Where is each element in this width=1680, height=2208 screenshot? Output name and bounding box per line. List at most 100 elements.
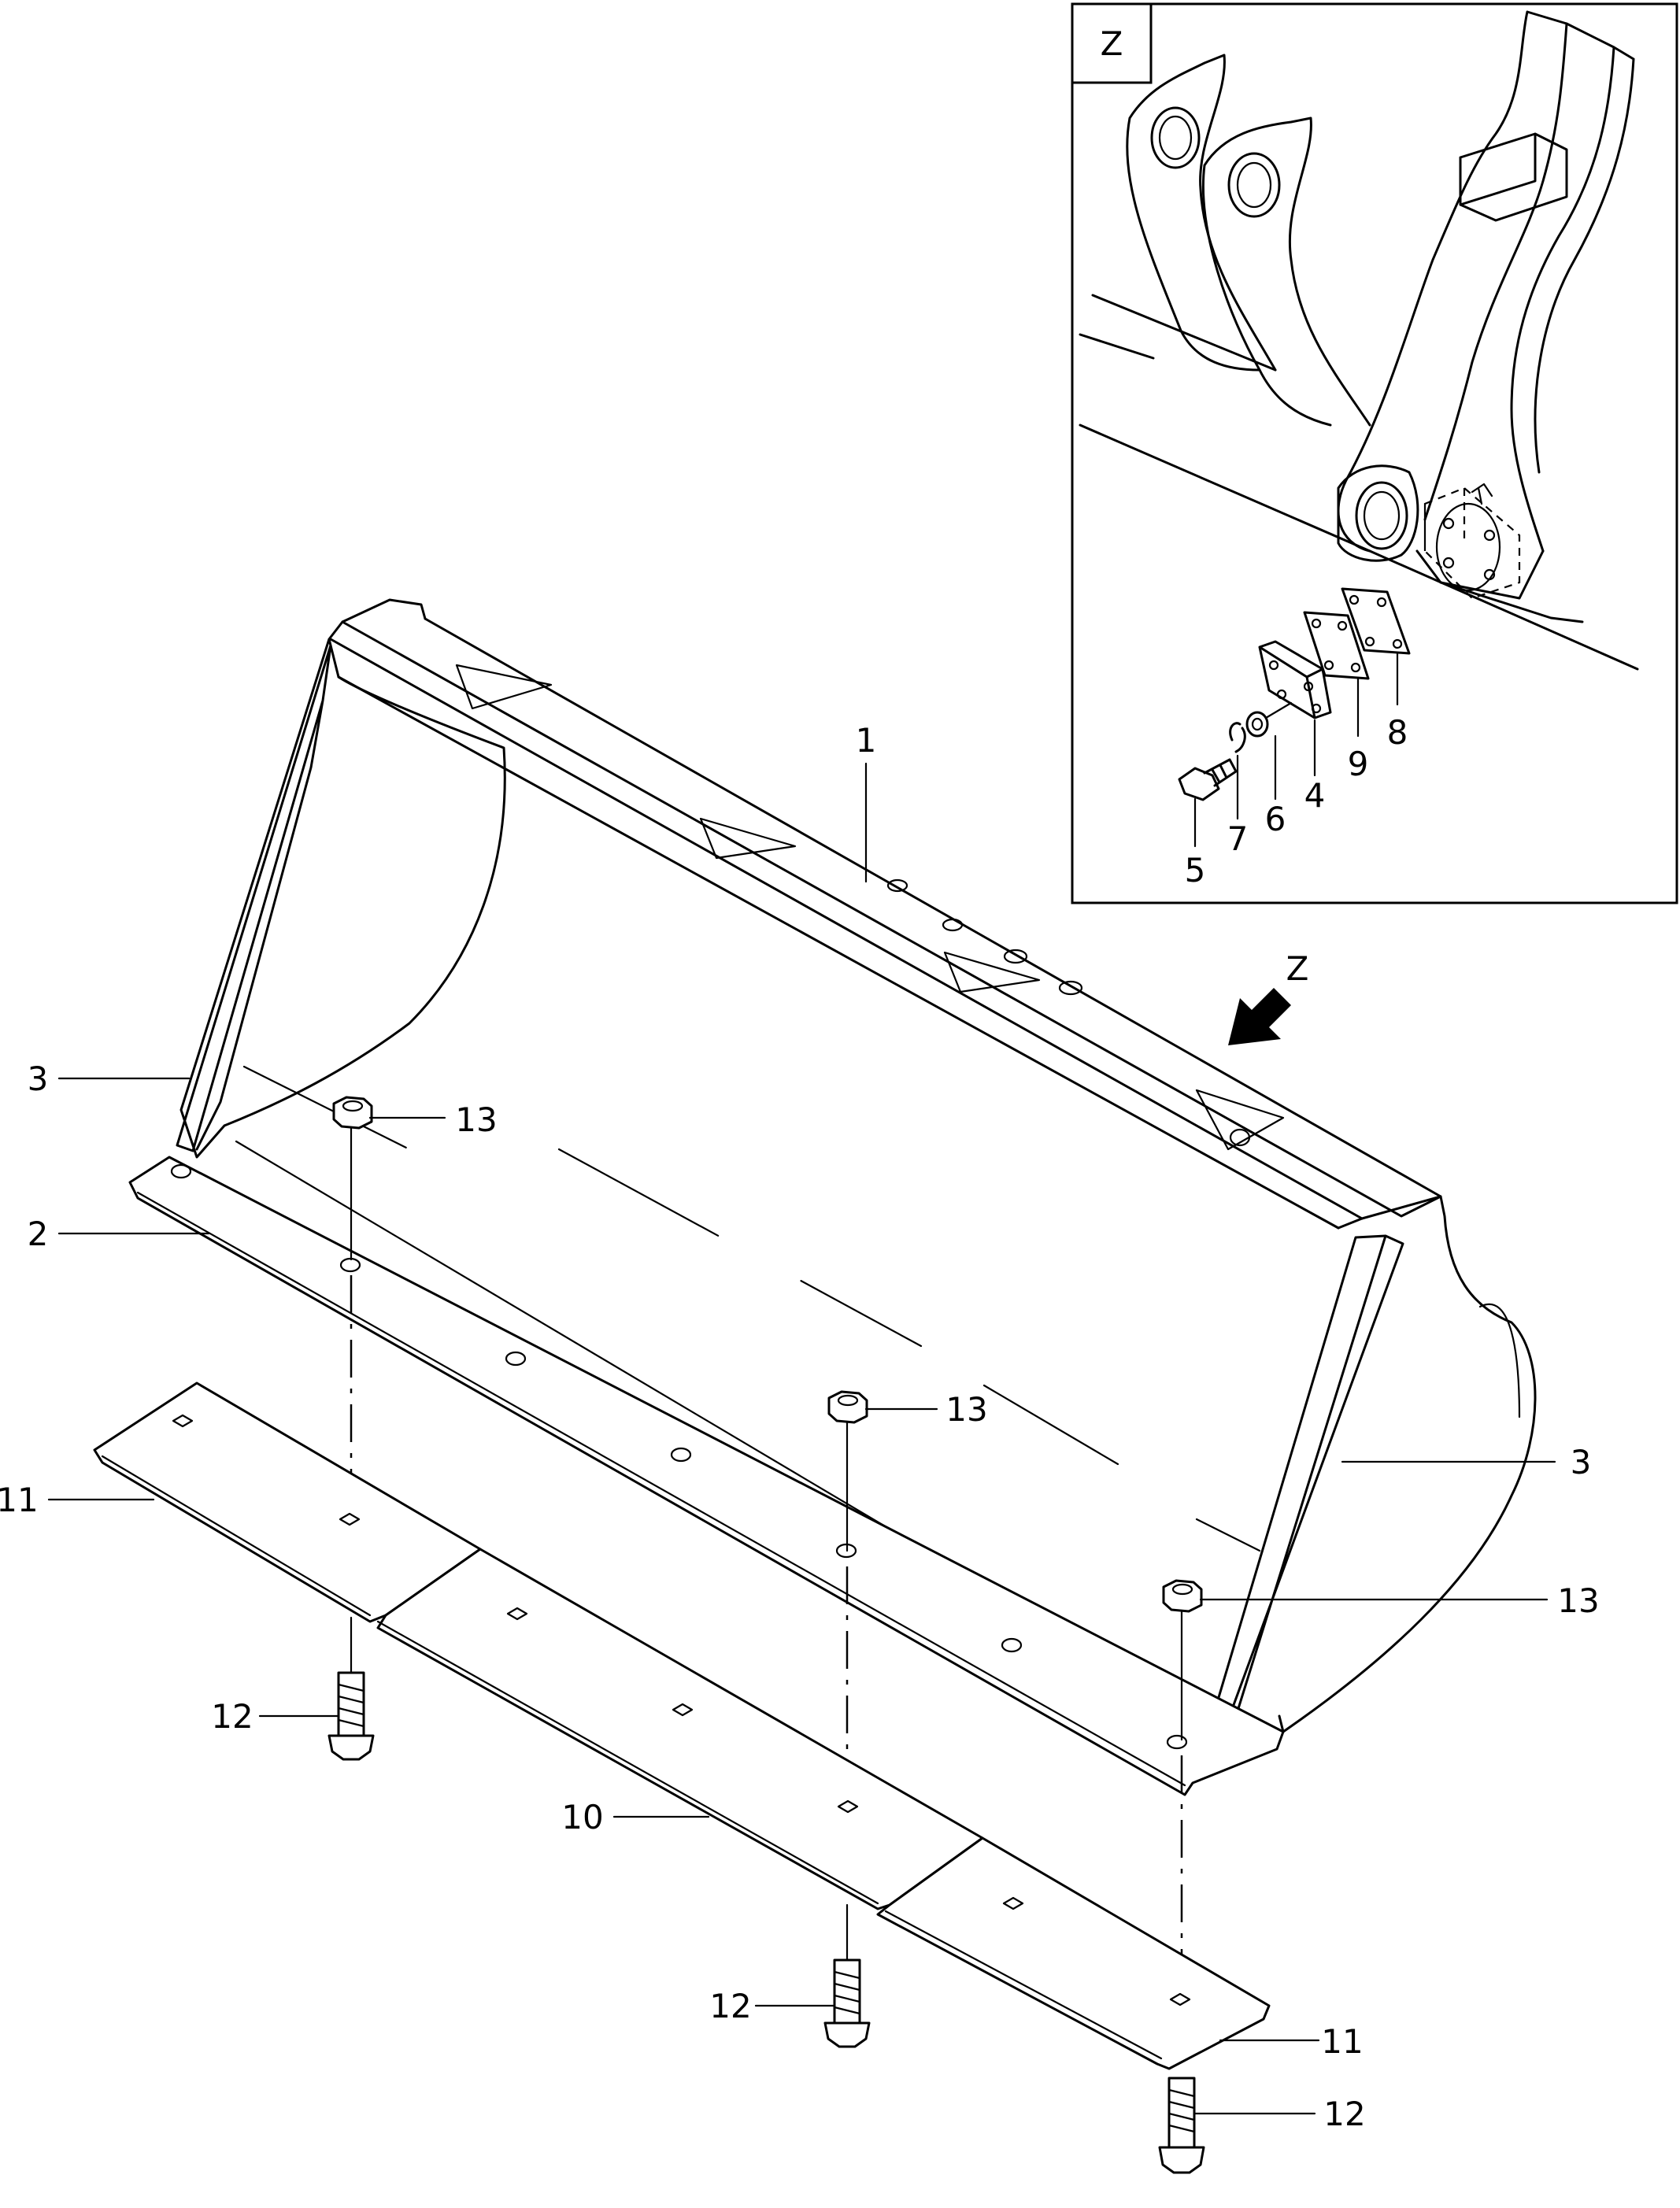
view-letter: Z (1101, 24, 1123, 63)
lug-pin-hole-1-inner (1158, 115, 1193, 161)
lower-lug (1337, 464, 1419, 562)
cutting-edge-2 (128, 1156, 1285, 1796)
callout-7: 7 (1227, 819, 1249, 858)
right-side-curve (1478, 1303, 1521, 1418)
quick-coupler-arm (1337, 10, 1635, 553)
top-gusset-3 (943, 951, 1041, 993)
pad-bolt-hole-h1 (1442, 517, 1455, 530)
square-hole-2 (339, 1512, 361, 1526)
callout-10: 10 (561, 1798, 603, 1836)
wear-pad-hole-1 (1268, 660, 1279, 671)
rear-lug-3 (1003, 949, 1028, 964)
callout-9: 9 (1348, 745, 1369, 783)
view-letter-box (1071, 2, 1153, 84)
detail-view-z: Z (1071, 2, 1678, 904)
square-hole-4 (672, 1703, 694, 1717)
square-hole-1 (172, 1414, 194, 1428)
top-gusset-4 (1195, 1089, 1285, 1151)
main-callout-leaders (47, 762, 1556, 2115)
bolt-5-shank (1203, 758, 1238, 787)
right-side-rib (1207, 1234, 1404, 1733)
callout-13-c: 13 (1557, 1581, 1599, 1620)
washer-6-inner (1251, 717, 1264, 731)
callout-5: 5 (1185, 851, 1206, 889)
square-hole-6 (1002, 1896, 1024, 1910)
lower-lug-hole (1355, 481, 1408, 550)
bucket-back-plate (1079, 294, 1639, 671)
shim-8-hole-1 (1349, 594, 1360, 605)
edge-hole-1 (170, 1163, 192, 1179)
shim-9-hole-2 (1337, 620, 1348, 631)
pad-bolt-hole-h4 (1483, 568, 1496, 581)
mount-lug-second (1201, 117, 1371, 427)
edge-hole-4 (670, 1447, 692, 1463)
callout-2: 2 (28, 1215, 49, 1253)
washer-6 (1245, 711, 1269, 738)
nut-13-a (332, 1096, 373, 1130)
pad-mount-hidden (1423, 486, 1521, 600)
callout-12-c: 12 (1323, 2095, 1365, 2133)
wear-pad-hole-2 (1303, 681, 1314, 692)
callout-11-right: 11 (1321, 2022, 1363, 2061)
edge-hole-6 (1001, 1637, 1023, 1653)
top-gusset-2 (699, 817, 797, 860)
shim-9-hole-4 (1350, 662, 1361, 673)
shim-8-hole-2 (1376, 597, 1387, 608)
callout-4: 4 (1304, 776, 1326, 815)
top-spill-edge (329, 617, 1442, 1230)
shim-9-hole-1 (1311, 618, 1322, 629)
callout-3-right: 3 (1571, 1443, 1592, 1481)
cutting-edge-2-line (136, 1191, 1186, 1787)
shim-9 (1303, 611, 1370, 680)
view-arrow-letter: Z (1286, 949, 1309, 988)
washer-6-axis (1264, 701, 1293, 719)
view-arrow-icon (1228, 988, 1291, 1045)
bolt-12-c (1158, 2077, 1205, 2174)
edge-segment-bottom-line (101, 1455, 1163, 2060)
callout-1: 1 (856, 721, 877, 760)
bolt-12-a (327, 1671, 375, 1761)
pad-tab (1471, 483, 1493, 505)
view-arrow-z: Z (1228, 949, 1308, 1045)
rear-lug-4 (1058, 980, 1083, 996)
callout-3-left: 3 (28, 1060, 49, 1098)
bolt-12-b (823, 1958, 871, 2048)
left-side-plate (179, 598, 506, 1159)
pad-bolt-hole-h2 (1483, 529, 1496, 542)
lock-washer-7 (1229, 722, 1246, 753)
coupler-block (1459, 132, 1568, 222)
square-hole-7 (1169, 1992, 1191, 2006)
rear-lug-5 (1229, 1128, 1251, 1147)
wear-pad-hole-4 (1311, 703, 1322, 714)
mount-lug-left (1126, 54, 1277, 372)
shim-8-hole-3 (1364, 636, 1375, 647)
nut-13-c (1162, 1579, 1203, 1613)
rear-lug-1 (886, 878, 908, 893)
bucket-assembly (93, 598, 1537, 2174)
lug-pin-hole-1 (1150, 106, 1201, 169)
square-hole-3 (506, 1607, 528, 1621)
callout-8: 8 (1387, 713, 1408, 752)
wear-pad-seat (1415, 549, 1584, 623)
square-hole-5 (837, 1799, 859, 1814)
top-gusset-1 (455, 664, 553, 710)
wear-pad-hole-3 (1276, 689, 1287, 700)
lower-lug-hole-inner (1363, 490, 1401, 541)
main-callouts: 1 3 2 13 13 13 3 11 12 10 12 11 12 (0, 721, 1600, 2133)
left-side-rib (176, 644, 332, 1152)
lug-pin-hole-2-inner (1236, 161, 1272, 209)
callout-13-b: 13 (945, 1390, 987, 1429)
rear-lug-2 (942, 918, 964, 932)
callout-12-b: 12 (709, 1987, 751, 2025)
callout-12-a: 12 (211, 1697, 253, 1736)
shim-8 (1341, 587, 1411, 655)
edge-hole-3 (505, 1351, 527, 1367)
nut-13-b (827, 1390, 868, 1424)
lug-pin-hole-2 (1227, 152, 1281, 218)
pad-mount-hidden-circle (1435, 502, 1501, 592)
callout-6: 6 (1265, 800, 1286, 838)
edge-hole-7 (1166, 1734, 1188, 1750)
edge-segment-11-left (93, 1381, 482, 1623)
shim-8-hole-4 (1392, 638, 1403, 649)
